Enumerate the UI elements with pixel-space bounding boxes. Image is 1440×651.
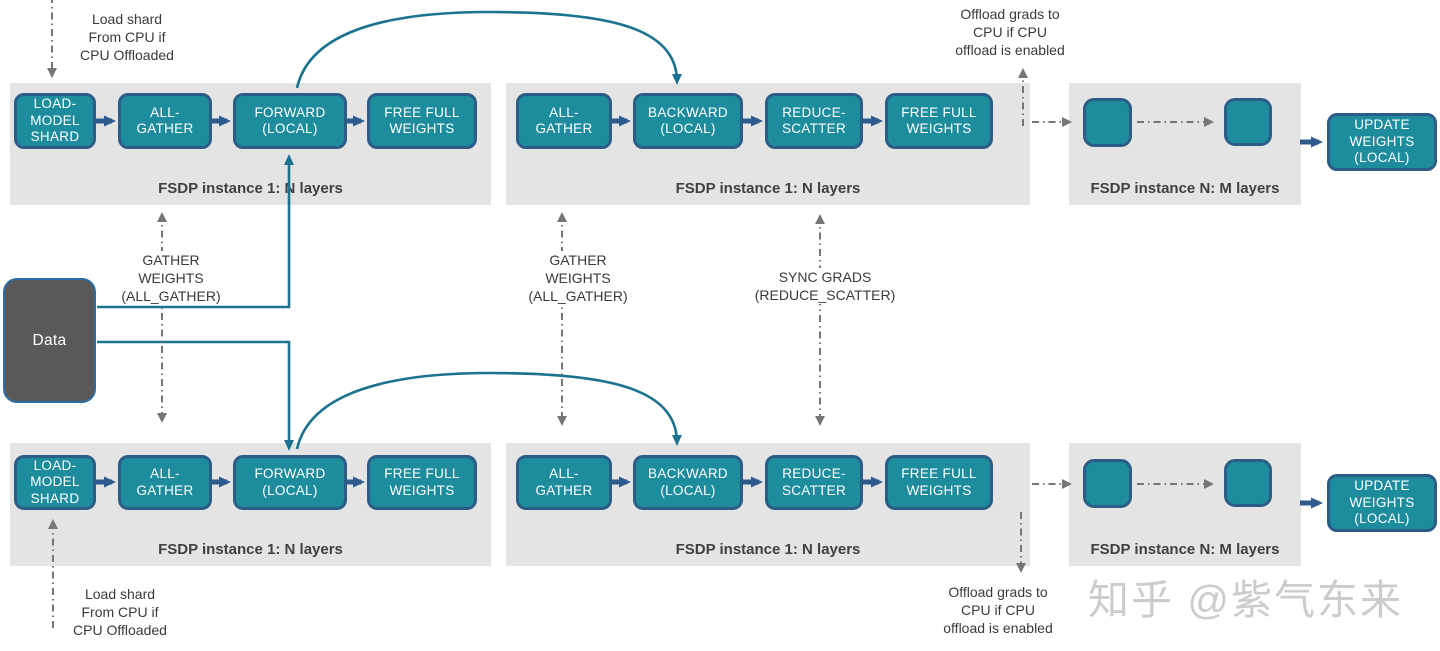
node-load-model-shard-row2: LOAD- MODEL SHARD [14, 455, 96, 510]
node-backward-local-row2: BACKWARD (LOCAL) [633, 455, 743, 510]
node-label: BACKWARD (LOCAL) [648, 104, 728, 137]
annotation-load-shard-top: Load shard From CPU if CPU Offloaded [80, 11, 174, 63]
node-label: FREE FULL WEIGHTS [901, 104, 977, 137]
zhihu-watermark: 知乎 @紫气东来 [1088, 577, 1404, 623]
node-label: FREE FULL WEIGHTS [384, 466, 460, 498]
node-label: REDUCE- SCATTER [781, 104, 847, 137]
node-all-gather-bwd-row1: ALL- GATHER [516, 93, 612, 149]
node-label: UPDATE WEIGHTS (LOCAL) [1349, 117, 1415, 166]
annotation-sync-grads: SYNC GRADS (REDUCE_SCATTER) [733, 268, 917, 304]
node-layer-square-2-row1 [1224, 98, 1272, 146]
data-box: Data [3, 278, 96, 403]
node-label: ALL- GATHER [136, 104, 194, 137]
annotation-offload-grads-bottom: Offload grads to CPU if CPU offload is e… [943, 584, 1053, 636]
node-reduce-scatter-row1: REDUCE- SCATTER [765, 93, 863, 149]
node-label: FREE FULL WEIGHTS [901, 466, 977, 498]
panel-caption: FSDP instance 1: N layers [158, 541, 343, 558]
annotation-gather-weights-mid: GATHER WEIGHTS (ALL_GATHER) [503, 251, 653, 305]
node-all-gather-fwd-row1: ALL- GATHER [118, 93, 212, 149]
node-reduce-scatter-row2: REDUCE- SCATTER [765, 455, 863, 510]
node-backward-local-row1: BACKWARD (LOCAL) [633, 93, 743, 149]
annotation-load-shard-bottom: Load shard From CPU if CPU Offloaded [73, 586, 167, 638]
node-label: UPDATE WEIGHTS (LOCAL) [1349, 478, 1415, 527]
node-load-model-shard-row1: LOAD- MODEL SHARD [14, 93, 96, 149]
data-to-forward-bottom-line [97, 340, 294, 451]
node-forward-local-row2: FORWARD (LOCAL) [233, 455, 347, 510]
panel-caption: FSDP instance 1: N layers [675, 180, 861, 197]
annotation-offload-grads-top: Offload grads to CPU if CPU offload is e… [955, 6, 1065, 58]
panel-caption: FSDP instance 1: N layers [675, 541, 861, 558]
node-free-full-weights-fwd-row1: FREE FULL WEIGHTS [367, 93, 477, 149]
node-all-gather-bwd-row2: ALL- GATHER [516, 455, 612, 510]
data-box-label: Data [32, 331, 67, 349]
node-free-full-weights-bwd-row1: FREE FULL WEIGHTS [885, 93, 993, 149]
panel-caption: FSDP instance N: M layers [1090, 541, 1280, 558]
panel-caption: FSDP instance N: M layers [1090, 180, 1280, 197]
gather-arc-top [295, 10, 682, 89]
node-update-weights-row1: UPDATE WEIGHTS (LOCAL) [1327, 113, 1437, 171]
node-label: LOAD- MODEL SHARD [30, 96, 80, 145]
node-label: LOAD- MODEL SHARD [30, 457, 80, 506]
node-label: REDUCE- SCATTER [781, 466, 847, 498]
node-label: ALL- GATHER [535, 466, 593, 498]
node-label: FORWARD (LOCAL) [254, 104, 326, 137]
node-layer-square-1-row2 [1083, 459, 1132, 508]
node-update-weights-row2: UPDATE WEIGHTS (LOCAL) [1327, 474, 1437, 532]
node-label: FORWARD (LOCAL) [254, 466, 326, 498]
node-free-full-weights-bwd-row2: FREE FULL WEIGHTS [885, 455, 993, 510]
gather-arc-bottom [295, 371, 682, 450]
node-label: BACKWARD (LOCAL) [648, 466, 728, 498]
node-free-full-weights-fwd-row2: FREE FULL WEIGHTS [367, 455, 477, 510]
node-forward-local-row1: FORWARD (LOCAL) [233, 93, 347, 149]
node-label: FREE FULL WEIGHTS [384, 104, 460, 137]
node-label: ALL- GATHER [136, 466, 194, 498]
node-layer-square-2-row2 [1224, 459, 1272, 507]
node-layer-square-1-row1 [1083, 98, 1132, 147]
panel-caption: FSDP instance 1: N layers [158, 180, 343, 197]
node-all-gather-fwd-row2: ALL- GATHER [118, 455, 212, 510]
annotation-gather-weights-left: GATHER WEIGHTS (ALL_GATHER) [96, 251, 246, 305]
node-label: ALL- GATHER [535, 104, 593, 137]
